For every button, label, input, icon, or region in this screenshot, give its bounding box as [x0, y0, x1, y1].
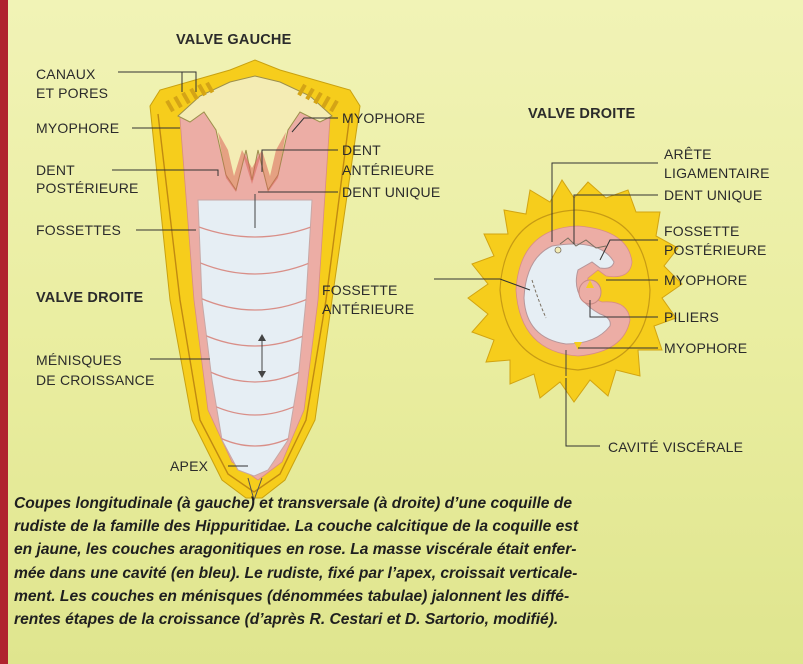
label-anterieure: ANTÉRIEURE — [342, 162, 434, 178]
label-myophore1: MYOPHORE — [664, 272, 747, 288]
longitudinal-section — [150, 60, 360, 500]
label-fossette: FOSSETTE — [664, 223, 740, 239]
title-valve-gauche: VALVE GAUCHE — [176, 32, 291, 48]
label-cavite: CAVITÉ VISCÉRALE — [608, 439, 743, 455]
label-fossettes: FOSSETTES — [36, 222, 121, 238]
title-valve-droite-right: VALVE DROITE — [528, 106, 635, 122]
label-myophore-left: MYOPHORE — [36, 120, 119, 136]
label-et-pores: ET PORES — [36, 85, 108, 101]
label-fossette-posterieure: POSTÉRIEURE — [664, 242, 767, 258]
label-dent: DENT — [36, 162, 75, 178]
label-ligamentaire: LIGAMENTAIRE — [664, 165, 770, 181]
label-de-croissance: DE CROISSANCE — [36, 372, 155, 388]
caption-line: rudiste de la famille des Hippuritidae. … — [14, 515, 802, 538]
label-menisques: MÉNISQUES — [36, 352, 122, 368]
label-piliers: PILIERS — [664, 309, 719, 325]
label-myophore2: MYOPHORE — [664, 340, 747, 356]
figure-caption: Coupes longitudinale (à gauche) et trans… — [14, 492, 802, 631]
caption-line: rentes étapes de la croissance (d’après … — [14, 608, 802, 631]
label-apex: APEX — [170, 458, 208, 474]
label-dent-unique-left: DENT UNIQUE — [342, 184, 440, 200]
caption-line: Coupes longitudinale (à gauche) et trans… — [14, 492, 802, 515]
label-anterieure-right: ANTÉRIEURE — [322, 301, 414, 317]
label-dent-unique-right: DENT UNIQUE — [664, 187, 762, 203]
title-valve-droite-left: VALVE DROITE — [36, 290, 143, 306]
label-arete: ARÊTE — [664, 146, 712, 162]
caption-line: mée dans une cavité (en bleu). Le rudist… — [14, 562, 802, 585]
dent-unique-mark — [555, 247, 561, 253]
label-posterieure: POSTÉRIEURE — [36, 180, 139, 196]
caption-line: ment. Les couches en ménisques (dénommée… — [14, 585, 802, 608]
caption-line: en jaune, les couches aragonitiques en r… — [14, 538, 802, 561]
label-myophore-right: MYOPHORE — [342, 110, 425, 126]
label-fossette-ant: FOSSETTE — [322, 282, 398, 298]
label-dent2: DENT — [342, 142, 381, 158]
transverse-section — [468, 180, 682, 402]
label-canaux: CANAUX — [36, 66, 96, 82]
